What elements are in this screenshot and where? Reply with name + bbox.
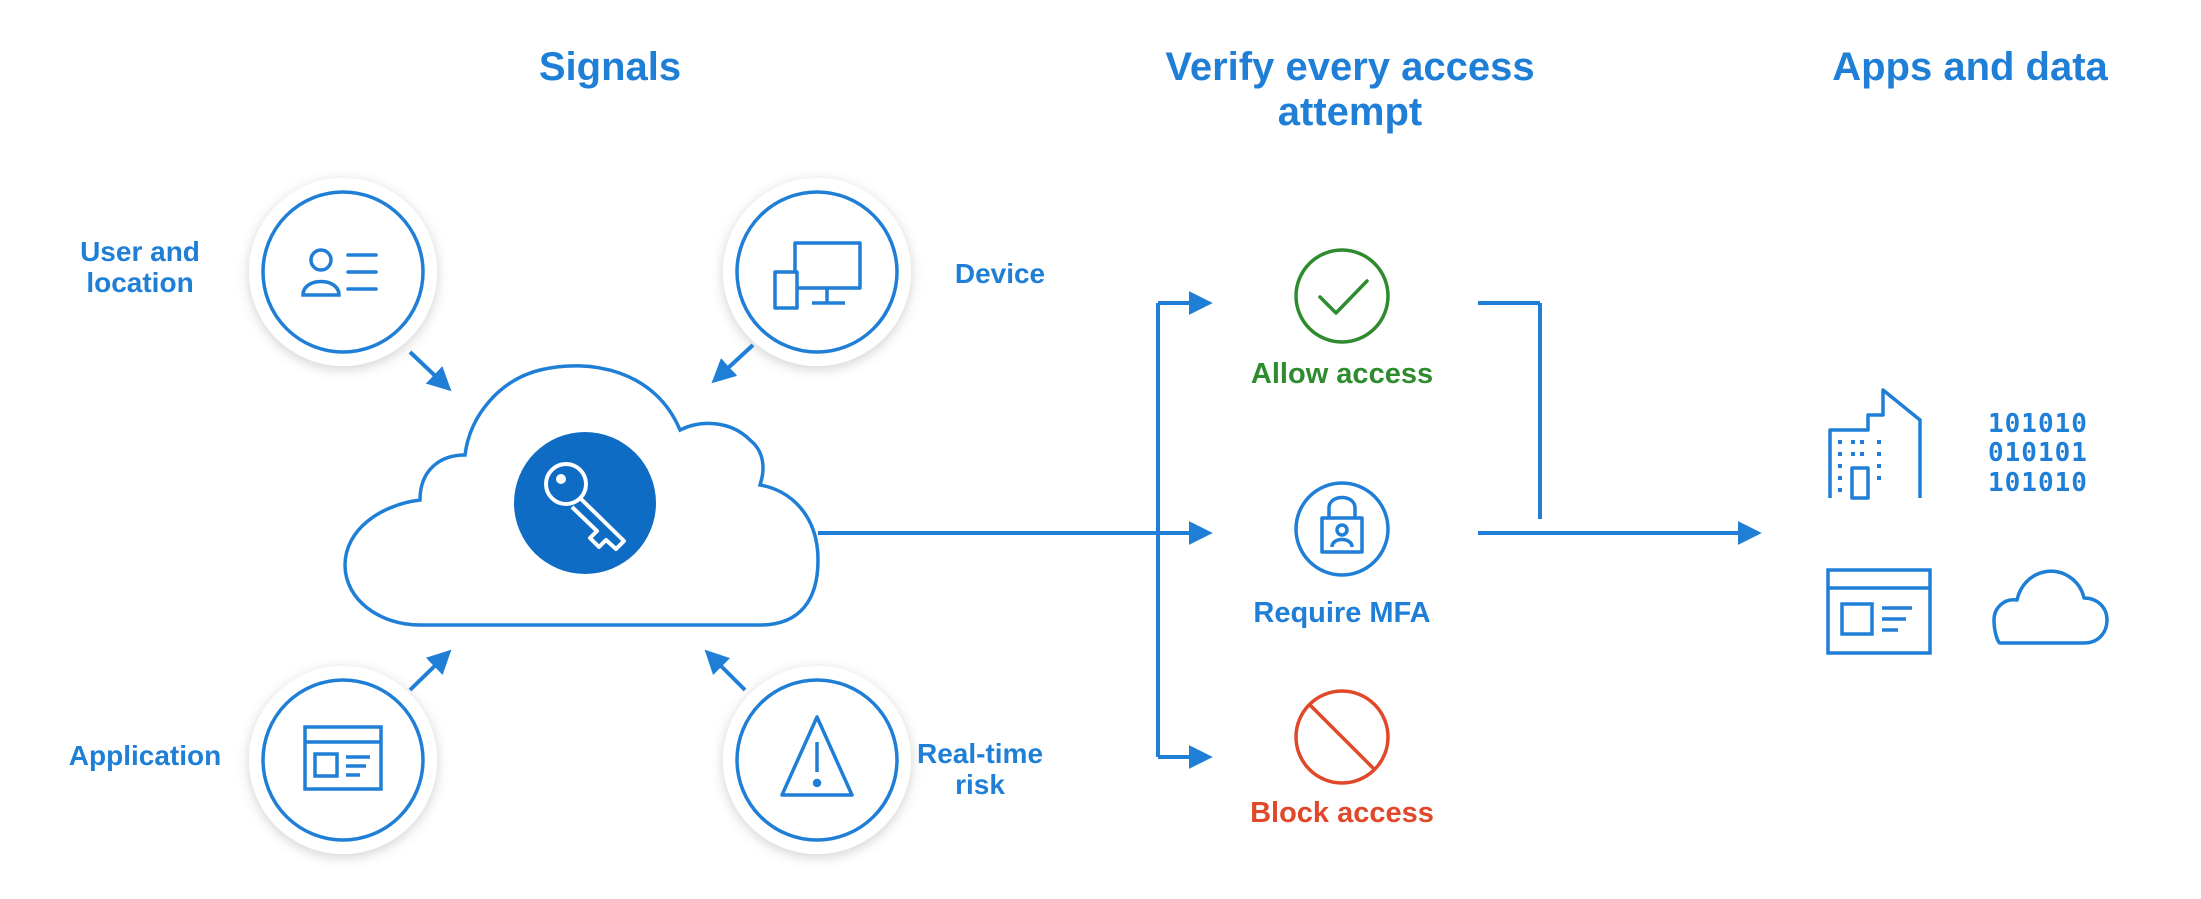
binary-line-3: 101010: [1988, 467, 2088, 498]
building-icon: [1828, 388, 1922, 500]
cloud-icon: [1992, 569, 2109, 645]
heading-verify: Verify every access attempt: [1165, 45, 1535, 134]
heading-signals: Signals: [538, 45, 682, 89]
device-signal: [723, 178, 911, 366]
binary-line-1: 101010: [1988, 409, 2088, 439]
user-list-icon: [301, 248, 378, 297]
lock-icon: [1294, 481, 1390, 577]
app-window-icon: [1826, 568, 1932, 655]
application-signal: [249, 666, 437, 854]
binary-data-icon: 101010 010101 101010: [1988, 409, 2088, 498]
realtime-risk-signal: [723, 666, 911, 854]
label-block-access: Block access: [1250, 797, 1434, 829]
decision-branches: [818, 291, 1213, 769]
user-location-signal: [249, 178, 437, 366]
label-device: Device: [954, 258, 1046, 289]
check-icon: [1294, 248, 1390, 344]
block-icon: [1294, 689, 1390, 785]
label-application: Application: [68, 740, 222, 771]
label-allow-access: Allow access: [1250, 358, 1434, 390]
binary-line-2: 010101: [1988, 438, 2088, 469]
key-icon: [514, 432, 656, 574]
warning-icon: [780, 715, 854, 797]
label-require-mfa: Require MFA: [1253, 597, 1431, 629]
output-connector: [1478, 301, 1762, 545]
heading-apps-data: Apps and data: [1832, 45, 2108, 89]
application-icon: [303, 725, 383, 791]
device-icon: [773, 241, 862, 310]
label-user-location: User and location: [80, 236, 200, 299]
signal-arrows: [408, 343, 755, 692]
label-realtime-risk: Real-time risk: [916, 738, 1044, 801]
